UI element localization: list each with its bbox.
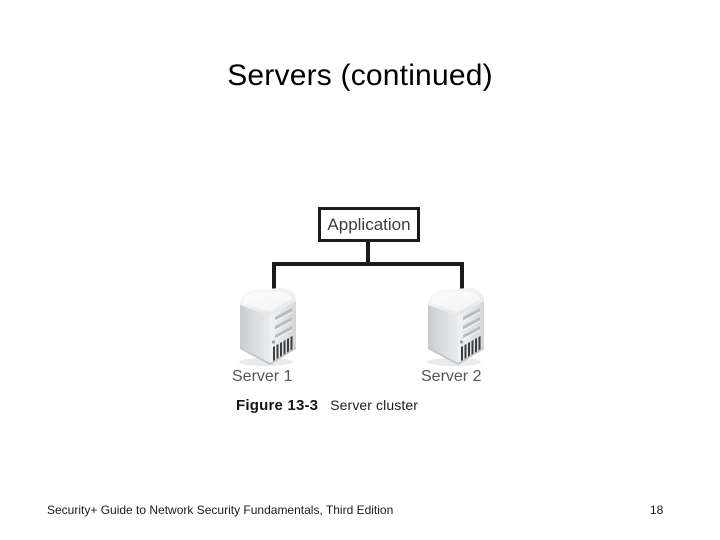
footer-page-number: 18	[650, 503, 664, 517]
figure-caption-number: Figure 13-3	[236, 397, 319, 414]
connector-stem	[366, 242, 370, 266]
application-node: Application	[318, 207, 420, 242]
server-tower-icon	[232, 283, 306, 367]
server-1-label: Server 1	[232, 368, 293, 385]
figure-caption-text: Server cluster	[330, 397, 418, 413]
application-node-label: Application	[327, 214, 411, 234]
page-title: Servers (continued)	[227, 59, 493, 92]
figure-caption: Figure 13-3 Server cluster	[236, 396, 418, 415]
connector-bus	[272, 262, 464, 266]
server-tower-icon	[420, 283, 494, 367]
server-2-label: Server 2	[421, 368, 482, 385]
connector-drop-left	[272, 262, 276, 304]
footer-source-text: Security+ Guide to Network Security Fund…	[47, 503, 394, 517]
connector-drop-right	[460, 262, 464, 304]
